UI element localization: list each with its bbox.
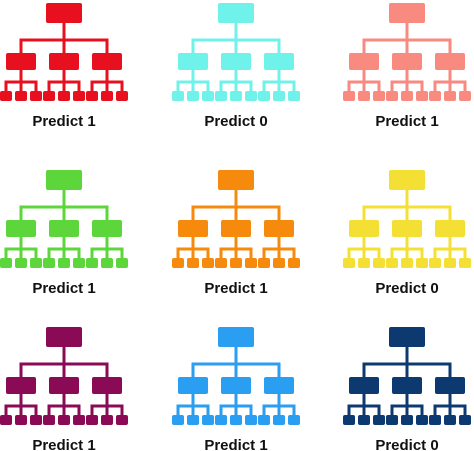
tree-card: Predict 0 [343,327,471,451]
prediction-label: Predict 1 [32,437,95,451]
hierarchy-tree-icon [172,327,300,425]
prediction-label: Predict 1 [375,113,438,130]
tree-card: Predict 1 [343,3,471,130]
prediction-label: Predict 1 [204,280,267,297]
prediction-label: Predict 1 [204,437,267,451]
hierarchy-tree-icon [343,327,471,425]
tree-card: Predict 1 [0,170,128,297]
tree-card: Predict 1 [172,327,300,451]
hierarchy-tree-icon [172,3,300,101]
tree-card: Predict 1 [172,170,300,297]
prediction-label: Predict 1 [32,280,95,297]
hierarchy-tree-icon [172,170,300,268]
prediction-label: Predict 0 [204,113,267,130]
tree-card: Predict 1 [0,3,128,130]
tree-card: Predict 1 [0,327,128,451]
hierarchy-tree-icon [0,327,128,425]
hierarchy-tree-icon [343,3,471,101]
tree-card: Predict 0 [172,3,300,130]
hierarchy-tree-icon [0,3,128,101]
hierarchy-tree-icon [0,170,128,268]
prediction-label: Predict 1 [32,113,95,130]
hierarchy-tree-icon [343,170,471,268]
prediction-label: Predict 0 [375,437,438,451]
prediction-label: Predict 0 [375,280,438,297]
tree-card: Predict 0 [343,170,471,297]
